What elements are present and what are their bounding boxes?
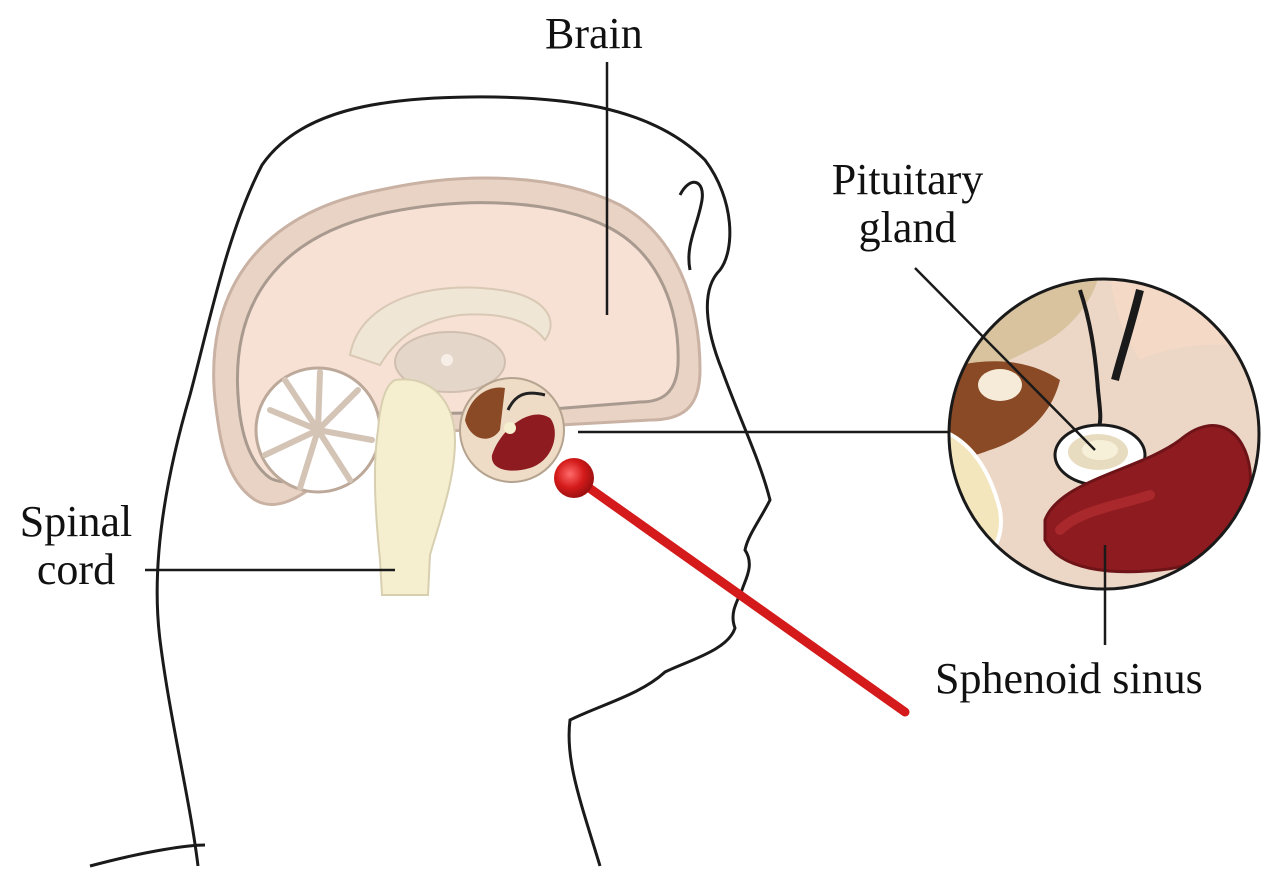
spinal-label-line1: Spinal [6, 498, 146, 546]
pituitary-callout-small [460, 378, 564, 482]
pituitary-gland-label: Pituitary gland [815, 156, 1000, 252]
sphenoid-sinus-label: Sphenoid sinus [935, 655, 1203, 703]
brain-label-text: Brain [545, 10, 643, 58]
spinal-cord-label: Spinal cord [6, 498, 146, 594]
brain-label: Brain [545, 10, 643, 58]
spinal-label-line2: cord [6, 546, 146, 594]
neck-outline [90, 845, 205, 866]
sphenoid-label-text: Sphenoid sinus [935, 655, 1203, 703]
cerebellum [256, 368, 380, 492]
pituitary-label-line1: Pituitary [815, 156, 1000, 204]
pituitary-label-line2: gland [815, 204, 1000, 252]
